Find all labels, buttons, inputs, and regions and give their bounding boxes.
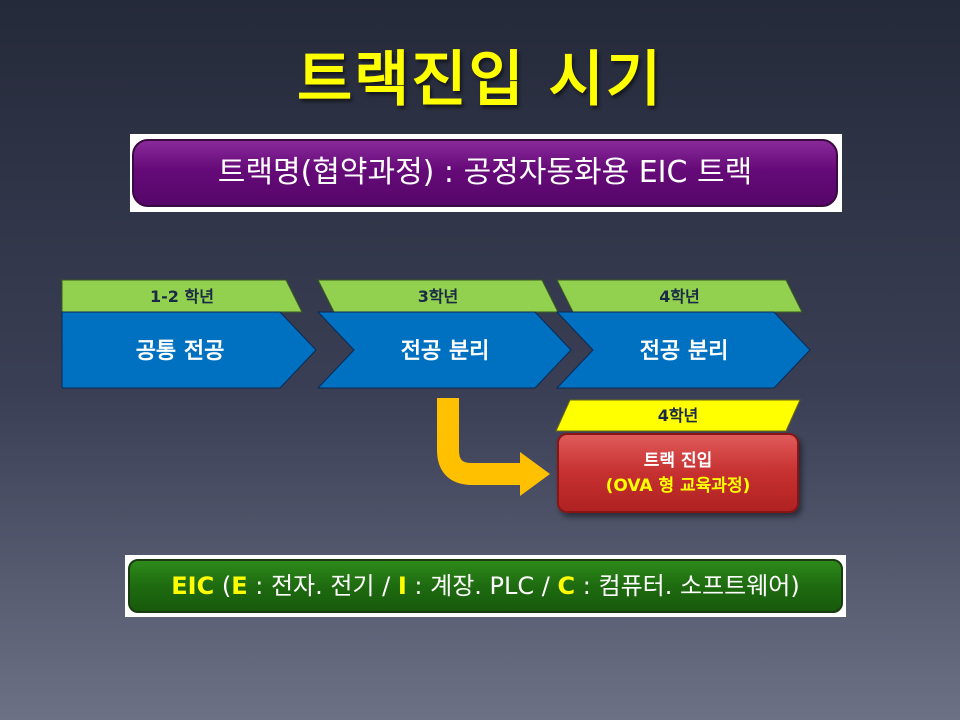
stage-chevron-1 [61,311,317,389]
eic-legend-banner: EIC (E : 전자. 전기 / I : 계장. PLC / C : 컴퓨터.… [125,555,846,617]
stage-body-label: 전공 분리 [400,339,490,364]
track-year-tab [555,399,801,432]
track-year-label: 4학년 [657,406,699,425]
eic-e-letter: E [231,572,248,600]
stage-year-label: 4학년 [659,287,700,306]
eic-open-paren: ( [214,572,232,600]
eic-legend-text: EIC (E : 전자. 전기 / I : 계장. PLC / C : 컴퓨터.… [128,559,843,613]
bent-arrow-icon [437,398,528,485]
year-tab-1 [61,279,303,313]
eic-e-desc: : 전자. 전기 / [247,572,398,600]
track-entry-title: 트랙 진입 [643,451,713,471]
stage-body-label: 전공 분리 [639,339,729,364]
bent-arrow-head [520,452,550,496]
year-tab-3 [556,279,803,313]
track-name-text: 트랙명(협약과정) : 공정자동화용 EIC 트랙 [132,139,838,207]
eic-c-letter: C [557,572,576,600]
eic-i-desc: : 계장. PLC / [406,572,558,600]
stage-year-label: 3학년 [417,287,459,306]
eic-prefix: EIC [171,572,215,600]
stage-year-label: 1-2 학년 [150,287,214,306]
eic-c-desc: : 컴퓨터. 소프트웨어) [575,572,800,600]
track-name-banner: 트랙명(협약과정) : 공정자동화용 EIC 트랙 [130,134,842,212]
stage-chevron-2 [316,311,572,389]
stage-chevron-3 [555,311,811,389]
track-entry-box [557,433,799,513]
stage-body-label: 공통 전공 [135,339,225,364]
eic-i-letter: I [397,572,407,600]
page-title: 트랙진입 시기 [296,45,664,115]
track-entry-subtitle: (OVA 형 교육과정) [605,476,751,496]
